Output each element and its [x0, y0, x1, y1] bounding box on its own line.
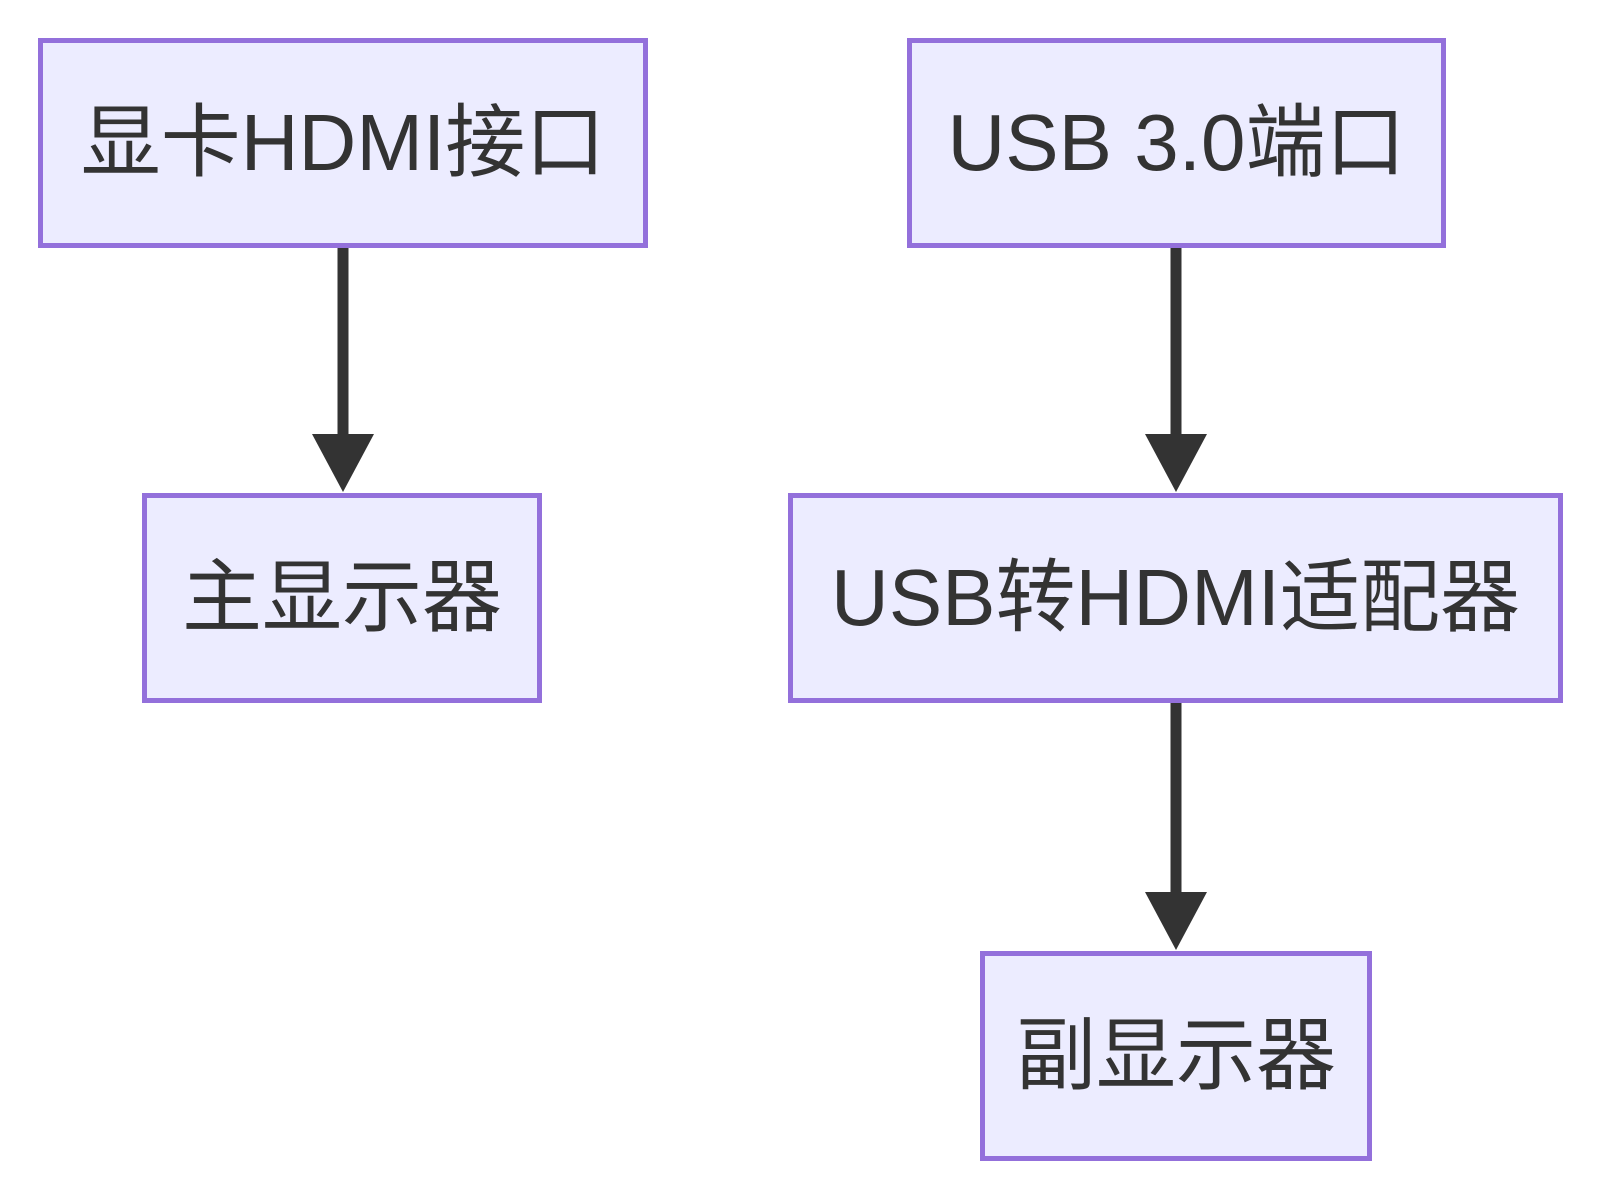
arrowhead-icon	[1145, 892, 1207, 950]
node-usb3-port: USB 3.0端口	[907, 38, 1446, 248]
edge-gpu-hdmi-to-main-monitor	[312, 246, 374, 492]
node-label: USB转HDMI适配器	[831, 553, 1520, 642]
arrowhead-icon	[1145, 434, 1207, 492]
edge-usb3-to-adapter	[1145, 246, 1207, 492]
node-main-monitor: 主显示器	[142, 493, 542, 703]
node-usb-hdmi-adapter: USB转HDMI适配器	[788, 493, 1563, 703]
edge-adapter-to-secondary-monitor	[1145, 701, 1207, 950]
arrowhead-icon	[312, 434, 374, 492]
node-label: 副显示器	[1016, 1011, 1336, 1100]
node-gpu-hdmi-port: 显卡HDMI接口	[38, 38, 648, 248]
node-secondary-monitor: 副显示器	[980, 951, 1372, 1161]
node-label: 显卡HDMI接口	[80, 98, 606, 187]
node-label: 主显示器	[182, 553, 502, 642]
node-label: USB 3.0端口	[947, 98, 1406, 187]
